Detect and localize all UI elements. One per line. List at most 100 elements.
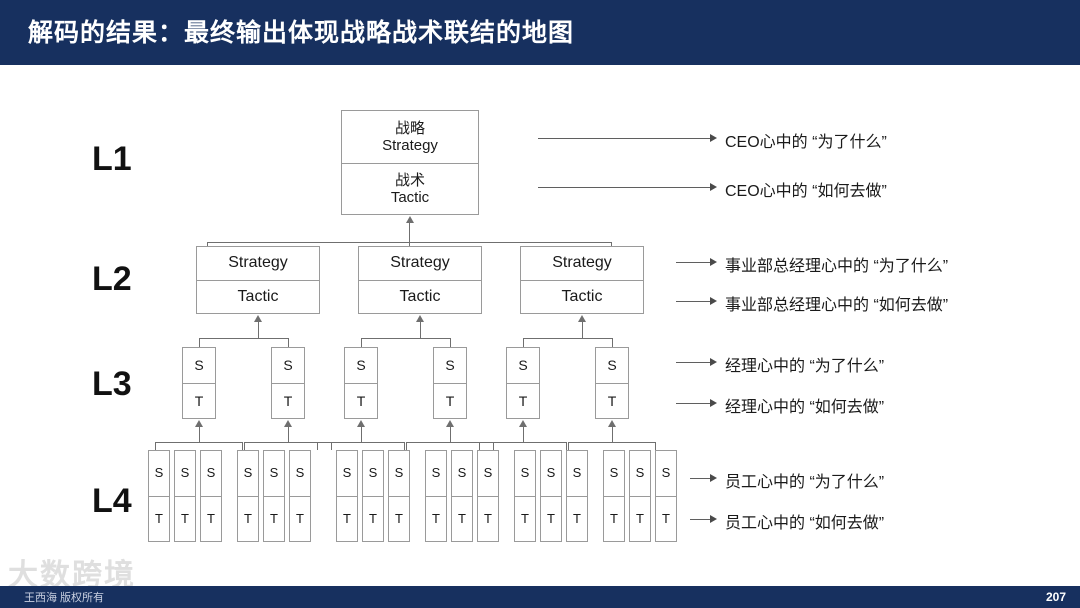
node-l2-1-strategy: Strategy: [390, 254, 450, 272]
node-l4-3-strategy: S: [243, 465, 253, 481]
annotation-arrowhead-l1-how: [710, 183, 717, 191]
node-l4-14-strategy: S: [572, 465, 582, 481]
connector-bus-l3-0: [199, 338, 289, 339]
annotation-arrowhead-l2-how: [710, 297, 717, 305]
node-l4-5[interactable]: S T: [289, 450, 311, 542]
node-l4-13-tactic: T: [541, 496, 561, 541]
node-l4-6-tactic: T: [337, 496, 357, 541]
node-l1-strategy: 战略 Strategy: [382, 119, 438, 154]
connector-drop-l3-0b: [288, 338, 289, 347]
node-l3-5-tactic: T: [596, 383, 628, 418]
connector-bus-l4-4: [479, 442, 567, 443]
level-label-l2: L2: [92, 260, 132, 298]
node-l4-15[interactable]: S T: [603, 450, 625, 542]
node-l4-4[interactable]: S T: [263, 450, 285, 542]
node-l2-0[interactable]: Strategy Tactic: [196, 246, 320, 314]
annotation-line-l4-why: [690, 478, 710, 479]
node-l4-7[interactable]: S T: [362, 450, 384, 542]
node-l4-2-strategy: S: [206, 465, 216, 481]
annotation-arrowhead-l4-how: [710, 515, 717, 523]
node-l4-3[interactable]: S T: [237, 450, 259, 542]
connector-drop-l3-2a: [523, 338, 524, 347]
connector-bus-l4-3: [406, 442, 494, 443]
connector-stem-l4-2: [361, 427, 362, 442]
node-l3-3-strategy: S: [445, 357, 455, 374]
connector-bus-l4-1: [244, 442, 332, 443]
node-l4-2[interactable]: S T: [200, 450, 222, 542]
node-l4-16[interactable]: S T: [629, 450, 651, 542]
annotation-text-l3-how: 经理心中的 “如何去做”: [725, 399, 885, 416]
node-l4-5-tactic: T: [290, 496, 310, 541]
node-l4-9[interactable]: S T: [425, 450, 447, 542]
annotation-text-l2-how: 事业部总经理心中的 “如何去做”: [725, 297, 949, 314]
connector-drop-l3-1b: [450, 338, 451, 347]
page-title: 解码的结果：最终输出体现战略战术联结的地图: [28, 19, 575, 47]
node-l4-9-strategy: S: [431, 465, 441, 481]
node-l3-3[interactable]: S T: [433, 347, 467, 419]
connector-drop-l2-0: [207, 242, 208, 247]
node-l4-11-tactic: T: [478, 496, 498, 541]
page-number: 207: [1045, 590, 1066, 604]
node-l4-1[interactable]: S T: [174, 450, 196, 542]
node-l4-6[interactable]: S T: [336, 450, 358, 542]
annotation-line-l1-how: [538, 187, 710, 188]
node-l3-1-tactic: T: [272, 383, 304, 418]
node-l2-1-tactic: Tactic: [359, 280, 481, 313]
node-l3-0-strategy: S: [194, 357, 204, 374]
node-l2-1[interactable]: Strategy Tactic: [358, 246, 482, 314]
node-l3-2[interactable]: S T: [344, 347, 378, 419]
node-l3-1-strategy: S: [283, 357, 293, 374]
connector-arrow-l4-to-l3-4: [519, 420, 527, 427]
annotation-arrowhead-l1-why: [710, 134, 717, 142]
node-l4-16-strategy: S: [635, 465, 645, 481]
connector-drop-l2-2: [611, 242, 612, 247]
connector-drop-l4-2b: [404, 442, 405, 450]
connector-stem-l4-5: [612, 427, 613, 442]
connector-stem-l4-0: [199, 427, 200, 442]
connector-bus-l4-2: [317, 442, 405, 443]
node-l3-0[interactable]: S T: [182, 347, 216, 419]
node-l4-14[interactable]: S T: [566, 450, 588, 542]
node-l4-12-tactic: T: [515, 496, 535, 541]
node-l4-2-tactic: T: [201, 496, 221, 541]
node-l3-1[interactable]: S T: [271, 347, 305, 419]
annotation-arrowhead-l2-why: [710, 258, 717, 266]
connector-arrow-l3-to-l2-2: [578, 315, 586, 322]
connector-drop-l2-1: [409, 242, 410, 247]
connector-arrow-l4-to-l3-1: [284, 420, 292, 427]
node-l4-8[interactable]: S T: [388, 450, 410, 542]
connector-stem-l3-0: [258, 322, 259, 338]
node-l4-17[interactable]: S T: [655, 450, 677, 542]
connector-drop-l4-0b: [242, 442, 243, 450]
node-l4-15-strategy: S: [609, 465, 619, 481]
node-l1-tactic: 战术 Tactic: [342, 162, 478, 215]
node-l1[interactable]: 战略 Strategy 战术 Tactic: [341, 110, 479, 215]
connector-stem-l3-1: [420, 322, 421, 338]
node-l3-0-tactic: T: [183, 383, 215, 418]
node-l3-4[interactable]: S T: [506, 347, 540, 419]
node-l2-2[interactable]: Strategy Tactic: [520, 246, 644, 314]
node-l4-13[interactable]: S T: [540, 450, 562, 542]
connector-stem-l4-1: [288, 427, 289, 442]
node-l4-10-strategy: S: [457, 465, 467, 481]
annotation-line-l4-how: [690, 519, 710, 520]
node-l4-12-strategy: S: [520, 465, 530, 481]
node-l4-3-tactic: T: [238, 496, 258, 541]
node-l2-2-strategy: Strategy: [552, 254, 612, 272]
node-l4-10[interactable]: S T: [451, 450, 473, 542]
annotation-text-l2-why: 事业部总经理心中的 “为了什么”: [725, 258, 949, 275]
annotation-arrowhead-l3-why: [710, 358, 717, 366]
level-label-l3: L3: [92, 365, 132, 403]
node-l4-0[interactable]: S T: [148, 450, 170, 542]
node-l4-11[interactable]: S T: [477, 450, 499, 542]
annotation-text-l3-why: 经理心中的 “为了什么”: [725, 358, 885, 375]
node-l3-5[interactable]: S T: [595, 347, 629, 419]
node-l4-9-tactic: T: [426, 496, 446, 541]
node-l4-15-tactic: T: [604, 496, 624, 541]
node-l4-10-tactic: T: [452, 496, 472, 541]
footer-copyright: 王西海 版权所有: [24, 592, 105, 604]
node-l4-12[interactable]: S T: [514, 450, 536, 542]
connector-drop-l4-5a: [568, 442, 569, 450]
connector-arrow-l3-to-l2-0: [254, 315, 262, 322]
